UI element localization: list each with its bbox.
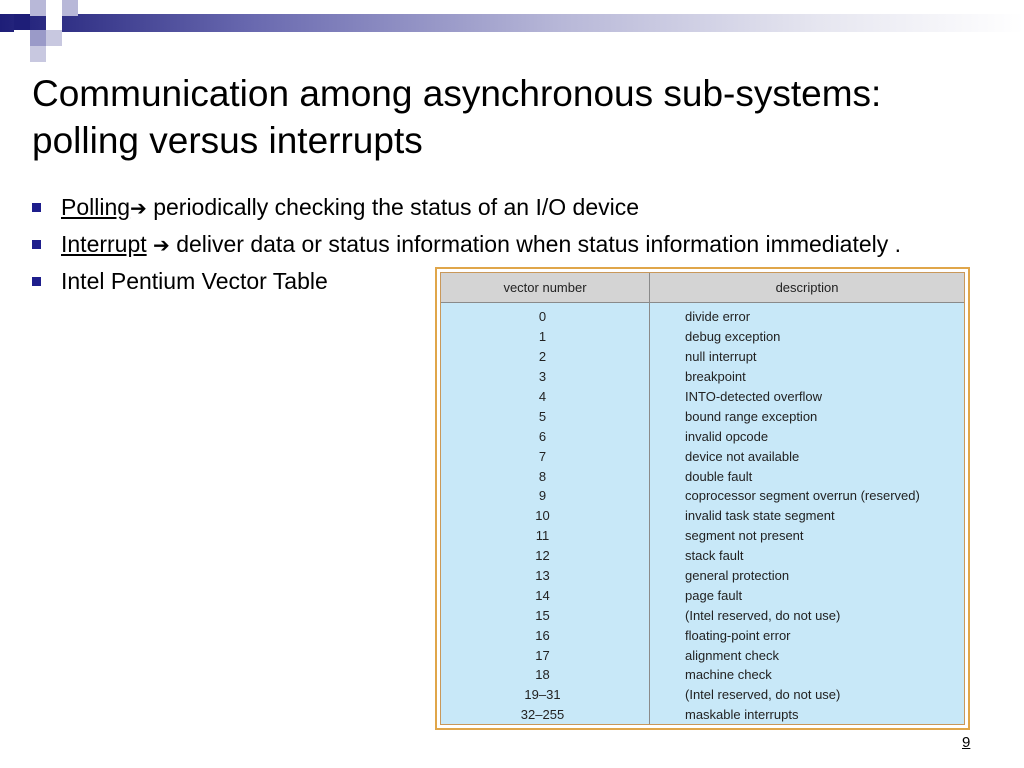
cell-description: machine check xyxy=(685,667,772,683)
vector-table: vector number description 0 divide error 1… xyxy=(440,272,965,725)
table-row: 17 alignment check xyxy=(441,645,964,665)
table-row: 7 device not available xyxy=(441,446,964,466)
cell-vector-number: 5 xyxy=(538,408,547,424)
right-arrow-icon: ➔ xyxy=(153,233,170,257)
bullet-square-icon xyxy=(32,203,41,212)
cell-description: maskable interrupts xyxy=(685,707,799,723)
cell-vector-number: 9 xyxy=(538,488,547,504)
table-row: 8 double fault xyxy=(441,466,964,486)
decor-square xyxy=(30,30,46,46)
table-row: 1 debug exception xyxy=(441,327,964,347)
cell-vector-number: 0 xyxy=(538,309,547,325)
right-arrow-icon: ➔ xyxy=(130,196,147,220)
cell-vector-number: 13 xyxy=(535,568,550,584)
cell-description: general protection xyxy=(685,568,790,584)
cell-vector-number: 7 xyxy=(538,448,547,464)
cell-vector-number: 6 xyxy=(538,428,547,444)
bullet-text: Intel Pentium Vector Table xyxy=(61,268,328,294)
cell-description: floating-point error xyxy=(685,627,791,643)
table-row: 16 floating-point error xyxy=(441,625,964,645)
cell-vector-number: 32–255 xyxy=(520,707,565,723)
decor-square xyxy=(46,14,62,30)
cell-vector-number: 17 xyxy=(535,647,550,663)
cell-description: bound range exception xyxy=(685,408,818,424)
decor-square xyxy=(30,0,46,16)
table-row: 4 INTO-detected overflow xyxy=(441,387,964,407)
cell-vector-number: 3 xyxy=(538,369,547,385)
cell-vector-number: 2 xyxy=(538,349,547,365)
bullet-polling: Polling➔ periodically checking the statu… xyxy=(30,192,930,223)
column-header-description: description xyxy=(775,280,839,295)
cell-vector-number: 15 xyxy=(535,607,550,623)
cell-vector-number: 1 xyxy=(538,329,547,345)
cell-vector-number: 10 xyxy=(535,508,550,524)
cell-description: coprocessor segment overrun (reserved) xyxy=(685,488,920,504)
table-row: 13 general protection xyxy=(441,566,964,586)
bullet-vector-table: Intel Pentium Vector Table xyxy=(30,266,930,296)
cell-vector-number: 14 xyxy=(535,587,550,603)
cell-description: invalid opcode xyxy=(685,428,769,444)
cell-description: (Intel reserved, do not use) xyxy=(685,687,841,703)
cell-description: stack fault xyxy=(685,548,744,564)
table-row: 2 null interrupt xyxy=(441,347,964,367)
decor-square xyxy=(30,46,46,62)
bullet-term: Polling xyxy=(61,194,131,220)
table-row: 6 invalid opcode xyxy=(441,426,964,446)
table-row: 10 invalid task state segment xyxy=(441,506,964,526)
cell-vector-number: 4 xyxy=(538,389,547,404)
table-header: vector number description xyxy=(441,273,964,303)
decor-square xyxy=(62,0,78,16)
table-row: 5 bound range exception xyxy=(441,406,964,426)
column-divider xyxy=(649,303,650,724)
cell-vector-number: 19–31 xyxy=(524,687,561,703)
table-row: 3 breakpoint xyxy=(441,367,964,387)
table-row: 9 coprocessor segment overrun (reserved) xyxy=(441,486,964,506)
cell-vector-number: 16 xyxy=(535,627,550,643)
bullet-interrupt: Interrupt ➔ deliver data or status infor… xyxy=(30,229,911,260)
table-row: 15 (Intel reserved, do not use) xyxy=(441,605,964,625)
bullet-text: deliver data or status information when … xyxy=(169,231,902,257)
table-row: 11 segment not present xyxy=(441,526,964,546)
table-row: 0 divide error xyxy=(441,307,964,327)
vector-table-frame: vector number description 0 divide error 1… xyxy=(435,267,970,730)
title-line-2: polling versus interrupts xyxy=(32,120,423,161)
cell-vector-number: 18 xyxy=(535,667,550,683)
cell-description: alignment check xyxy=(685,647,779,663)
title-line-1: Communication among asynchronous sub-sys… xyxy=(32,73,882,114)
table-row: 12 stack fault xyxy=(441,546,964,566)
column-header-vector-number: vector number xyxy=(441,273,650,302)
bullet-square-icon xyxy=(32,277,41,286)
cell-description: debug exception xyxy=(685,329,781,345)
header-gradient-band xyxy=(0,14,1024,32)
cell-description: INTO-detected overflow xyxy=(685,389,823,404)
cell-description: divide error xyxy=(685,309,751,325)
table-row: 19–31 (Intel reserved, do not use) xyxy=(441,685,964,705)
decor-square xyxy=(14,30,30,46)
bullet-list: Polling➔ periodically checking the statu… xyxy=(30,192,930,302)
table-row: 14 page fault xyxy=(441,585,964,605)
cell-description: double fault xyxy=(685,468,753,484)
decor-square xyxy=(46,30,62,46)
bullet-text: periodically checking the status of an I… xyxy=(146,194,640,220)
cell-description: null interrupt xyxy=(685,349,757,365)
bullet-square-icon xyxy=(32,240,41,249)
cell-vector-number: 8 xyxy=(538,468,547,484)
cell-description: device not available xyxy=(685,448,800,464)
cell-description: segment not present xyxy=(685,528,804,544)
cell-vector-number: 11 xyxy=(535,528,550,544)
bullet-term: Interrupt xyxy=(61,231,147,257)
cell-description: breakpoint xyxy=(685,369,746,385)
table-row: 18 machine check xyxy=(441,665,964,685)
table-row: 32–255 maskable interrupts xyxy=(441,705,964,725)
cell-description: page fault xyxy=(685,587,743,603)
table-body: 0 divide error 1 debug exception 2 null inter… xyxy=(441,303,964,724)
decor-square xyxy=(14,14,30,30)
cell-description: invalid task state segment xyxy=(685,508,835,524)
cell-vector-number: 12 xyxy=(535,548,550,564)
slide-title: Communication among asynchronous sub-sys… xyxy=(32,70,992,164)
page-number: 9 xyxy=(962,734,971,751)
cell-description: (Intel reserved, do not use) xyxy=(685,607,841,623)
